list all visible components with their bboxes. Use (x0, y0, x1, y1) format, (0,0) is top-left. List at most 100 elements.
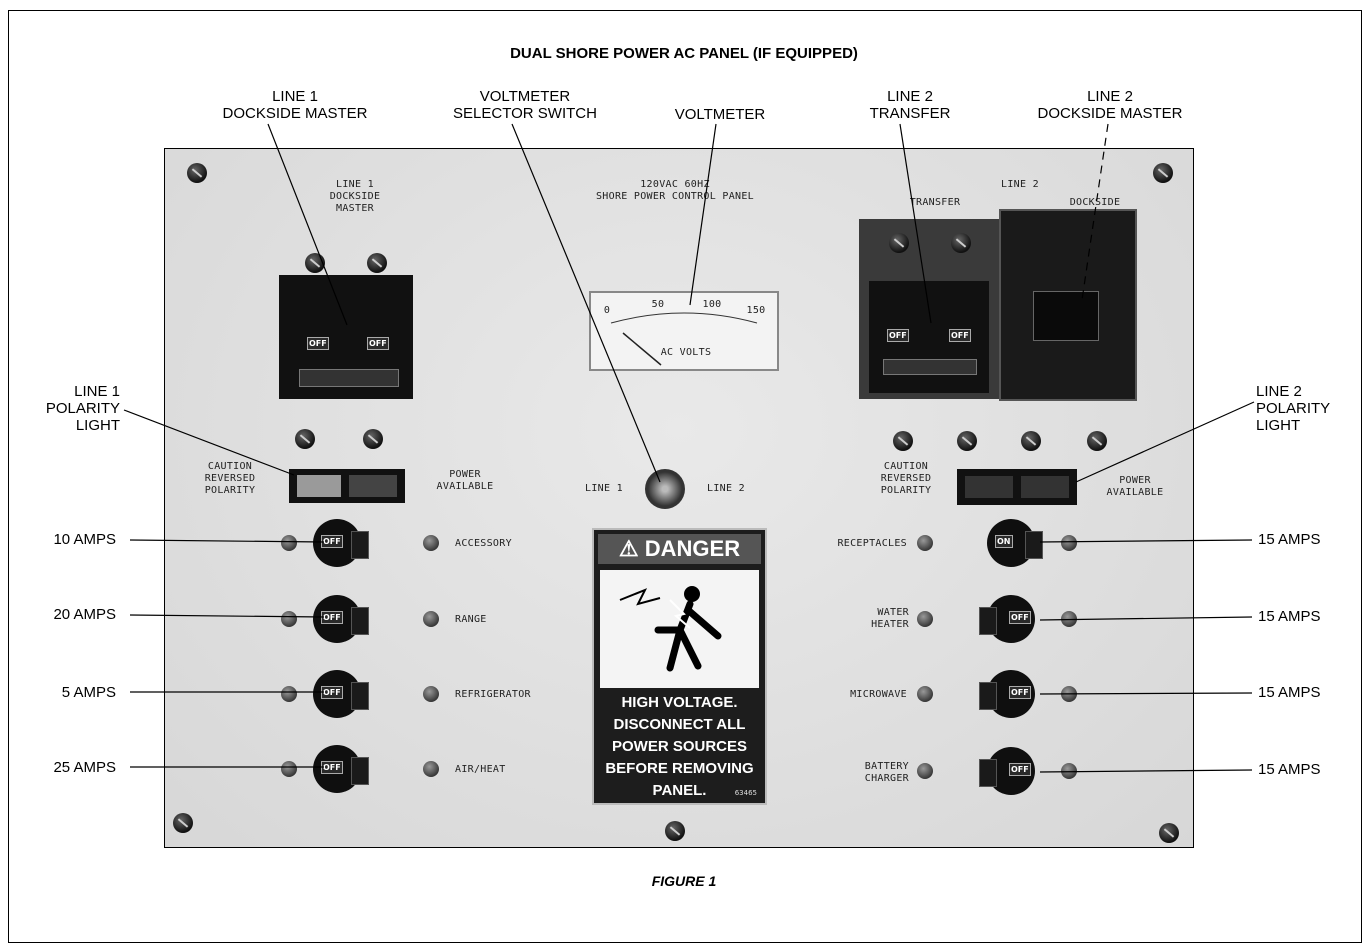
figure-title: DUAL SHORE POWER AC PANEL (IF EQUIPPED) (0, 45, 1368, 62)
breaker-accessory[interactable]: OFF (313, 519, 361, 567)
panel-line1-label: LINE 1 DOCKSIDE MASTER (295, 179, 415, 215)
breaker-toggle (979, 759, 997, 787)
screw-icon (957, 431, 977, 451)
circuit-label: RANGE (455, 614, 555, 626)
screw-icon (363, 429, 383, 449)
dockside-breaker-window (1033, 291, 1099, 341)
breaker-water-heater[interactable]: OFF (987, 595, 1035, 643)
screw-icon (1153, 163, 1173, 183)
amps-label: 15 AMPS (1258, 608, 1354, 625)
screw-icon (893, 431, 913, 451)
danger-label: ⚠ DANGER HIGH VOLTAGE. DISCONNECT ALL PO… (592, 528, 767, 805)
indicator-led (423, 611, 439, 627)
power-available-label: POWER AVAILABLE (1095, 475, 1175, 499)
warning-triangle-icon: ⚠ (619, 536, 639, 561)
switch-line1-label: LINE 1 (579, 483, 629, 495)
screw-icon (305, 253, 325, 273)
line2-polarity-light (957, 469, 1077, 505)
circuit-label: MICROWAVE (797, 689, 907, 701)
off-label: OFF (367, 337, 389, 350)
callout-line2-dockside-master: LINE 2 DOCKSIDE MASTER (1020, 88, 1200, 122)
line2-transfer-breaker[interactable]: OFF OFF (859, 219, 999, 399)
panel-transfer-label: TRANSFER (895, 197, 975, 209)
danger-title: DANGER (645, 536, 740, 561)
breaker-tie-bar (299, 369, 399, 387)
off-label: OFF (1009, 763, 1031, 776)
amps-label: 5 AMPS (20, 684, 116, 701)
transfer-breaker-body: OFF OFF (869, 281, 989, 393)
line2-dockside-master-breaker[interactable] (999, 209, 1137, 401)
amps-label: 15 AMPS (1258, 531, 1354, 548)
indicator-led (1061, 611, 1077, 627)
circuit-label: BATTERY CHARGER (825, 761, 909, 785)
breaker-toggle (979, 682, 997, 710)
caution-reversed-polarity-label: CAUTION REVERSED POLARITY (861, 461, 951, 497)
screw-icon (295, 429, 315, 449)
polarity-lens (965, 476, 1013, 498)
screw-icon (173, 813, 193, 833)
off-label: OFF (307, 337, 329, 350)
power-available-label: POWER AVAILABLE (425, 469, 505, 493)
amps-label: 15 AMPS (1258, 684, 1354, 701)
amps-label: 15 AMPS (1258, 761, 1354, 778)
screw-icon (367, 253, 387, 273)
figure-caption: FIGURE 1 (0, 873, 1368, 889)
voltmeter-selector-toggle[interactable] (645, 469, 685, 509)
screw-icon (889, 233, 909, 253)
indicator-led (281, 686, 297, 702)
meter-scale-label: 0 (597, 305, 617, 317)
screw-icon (1021, 431, 1041, 451)
breaker-toggle (351, 682, 369, 710)
callout-voltmeter: VOLTMETER (650, 106, 790, 123)
danger-label-code: 63465 (735, 789, 757, 797)
line1-master-breaker[interactable]: OFF OFF (279, 275, 413, 399)
screw-icon (187, 163, 207, 183)
indicator-led (423, 686, 439, 702)
circuit-label: AIR/HEAT (455, 764, 555, 776)
breaker-air-heat[interactable]: OFF (313, 745, 361, 793)
circuit-label: RECEPTACLES (797, 538, 907, 550)
indicator-led (281, 611, 297, 627)
screw-icon (1087, 431, 1107, 451)
indicator-led (1061, 686, 1077, 702)
breaker-microwave[interactable]: OFF (987, 670, 1035, 718)
callout-voltmeter-selector-switch: VOLTMETER SELECTOR SWITCH (420, 88, 630, 122)
indicator-led (917, 535, 933, 551)
breaker-toggle (1025, 531, 1043, 559)
off-label: OFF (1009, 611, 1031, 624)
line1-polarity-light (289, 469, 405, 503)
callout-line1-polarity-light: LINE 1 POLARITY LIGHT (40, 383, 120, 434)
screw-icon (665, 821, 685, 841)
meter-scale-label: 150 (741, 305, 771, 317)
off-label: OFF (321, 611, 343, 624)
breaker-toggle (979, 607, 997, 635)
indicator-led (281, 761, 297, 777)
breaker-receptacles[interactable]: ON (987, 519, 1035, 567)
off-label: OFF (321, 761, 343, 774)
voltmeter-gauge: 0 50 100 150 AC VOLTS (589, 291, 779, 371)
callout-line2-transfer: LINE 2 TRANSFER (840, 88, 980, 122)
screw-icon (951, 233, 971, 253)
screw-icon (1159, 823, 1179, 843)
off-label: OFF (321, 535, 343, 548)
polarity-lens (349, 475, 397, 497)
indicator-led (1061, 535, 1077, 551)
off-label: OFF (949, 329, 971, 342)
indicator-led (917, 686, 933, 702)
on-label: ON (995, 535, 1013, 548)
panel-line2-label: LINE 2 (995, 179, 1045, 191)
breaker-refrigerator[interactable]: OFF (313, 670, 361, 718)
breaker-battery-charger[interactable]: OFF (987, 747, 1035, 795)
indicator-led (917, 611, 933, 627)
switch-line2-label: LINE 2 (701, 483, 751, 495)
danger-header: ⚠ DANGER (598, 534, 761, 564)
circuit-label: ACCESSORY (455, 538, 555, 550)
meter-scale-label: 50 (643, 299, 673, 311)
off-label: OFF (321, 686, 343, 699)
amps-label: 10 AMPS (20, 531, 116, 548)
breaker-range[interactable]: OFF (313, 595, 361, 643)
meter-scale-label: 100 (697, 299, 727, 311)
meter-unit-label: AC VOLTS (651, 347, 721, 359)
circuit-label: REFRIGERATOR (455, 689, 565, 701)
callout-line1-dockside-master: LINE 1 DOCKSIDE MASTER (210, 88, 380, 122)
